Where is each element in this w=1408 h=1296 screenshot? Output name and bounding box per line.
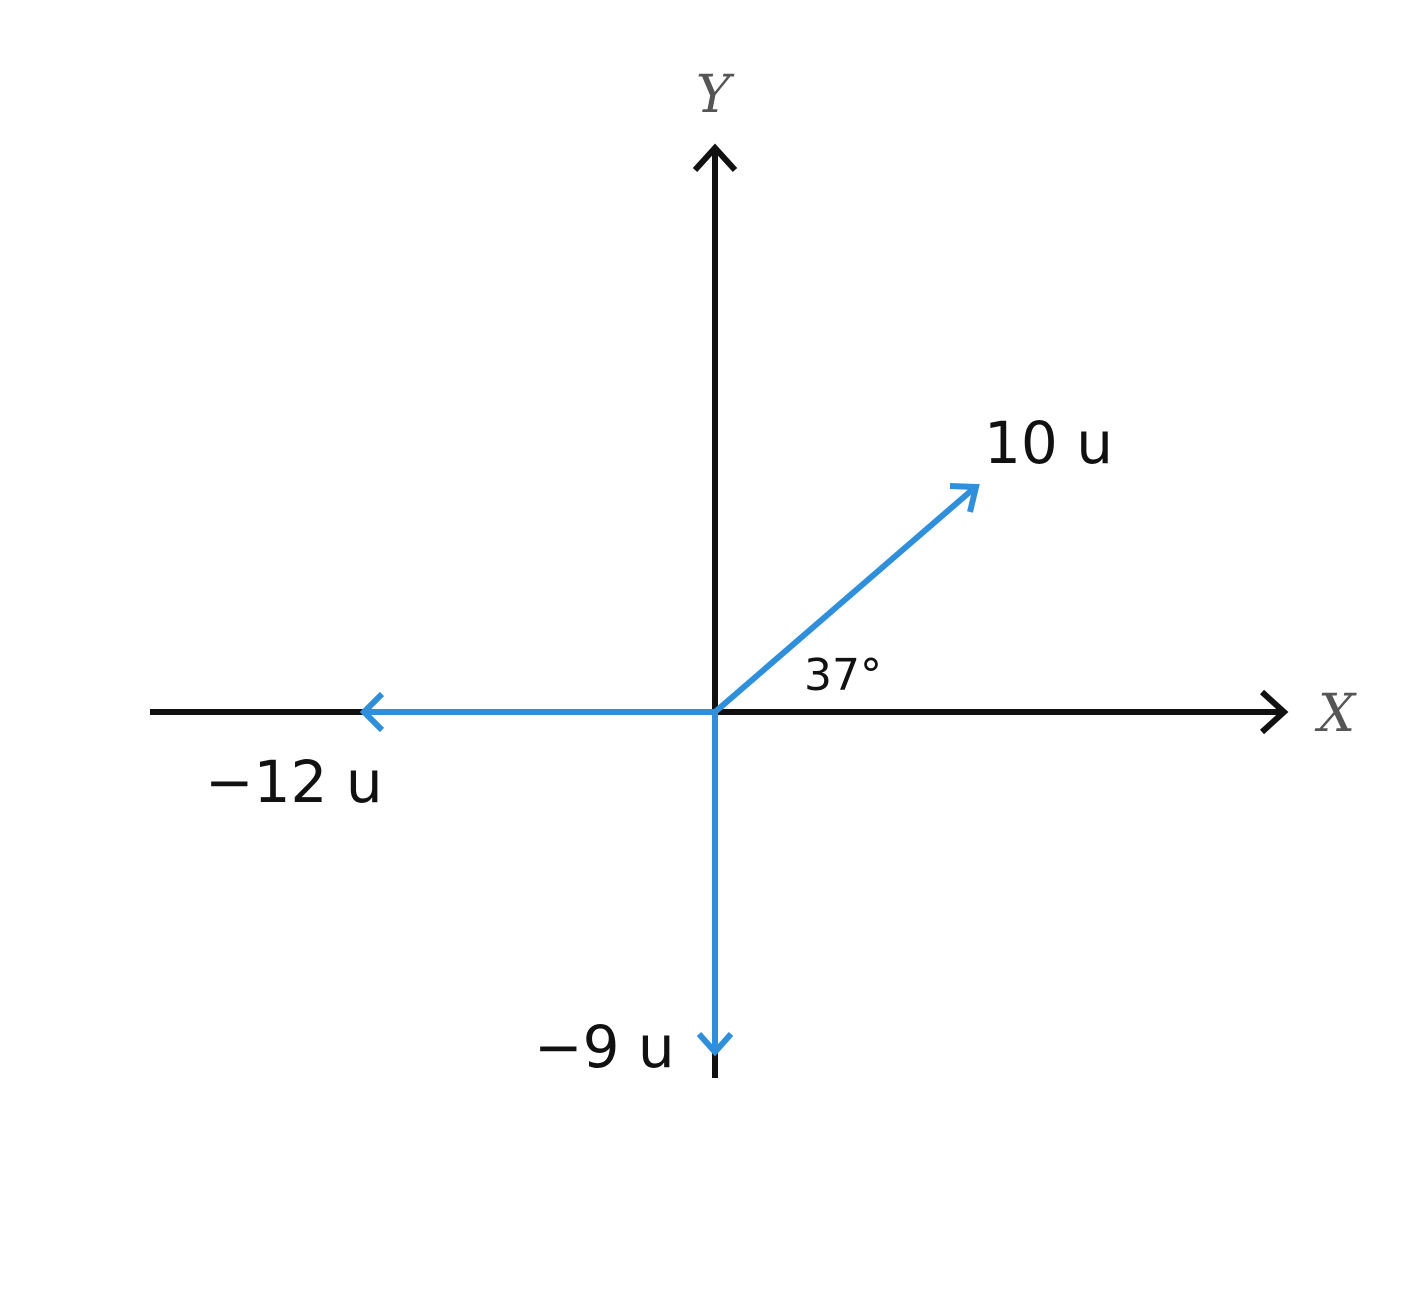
x-axis-label: X bbox=[1314, 684, 1357, 744]
angle-label: 37° bbox=[804, 650, 882, 701]
y-axis-label: Y bbox=[696, 65, 735, 125]
vector-neg-9u bbox=[696, 712, 734, 1057]
vector-neg-9u-label: −9 u bbox=[534, 1013, 675, 1081]
vector-10u bbox=[713, 483, 980, 715]
vector-neg-12u bbox=[359, 691, 715, 733]
vector-10u-label: 10 u bbox=[984, 409, 1113, 477]
vector-10u-arrowhead bbox=[949, 483, 980, 513]
vector-neg-12u-arrowhead bbox=[359, 691, 385, 733]
x-axis-arrowhead bbox=[1259, 689, 1289, 735]
y-axis-arrowhead bbox=[692, 143, 738, 173]
vector-neg-12u-label: −12 u bbox=[205, 748, 383, 816]
vector-neg-9u-arrowhead bbox=[696, 1032, 734, 1057]
